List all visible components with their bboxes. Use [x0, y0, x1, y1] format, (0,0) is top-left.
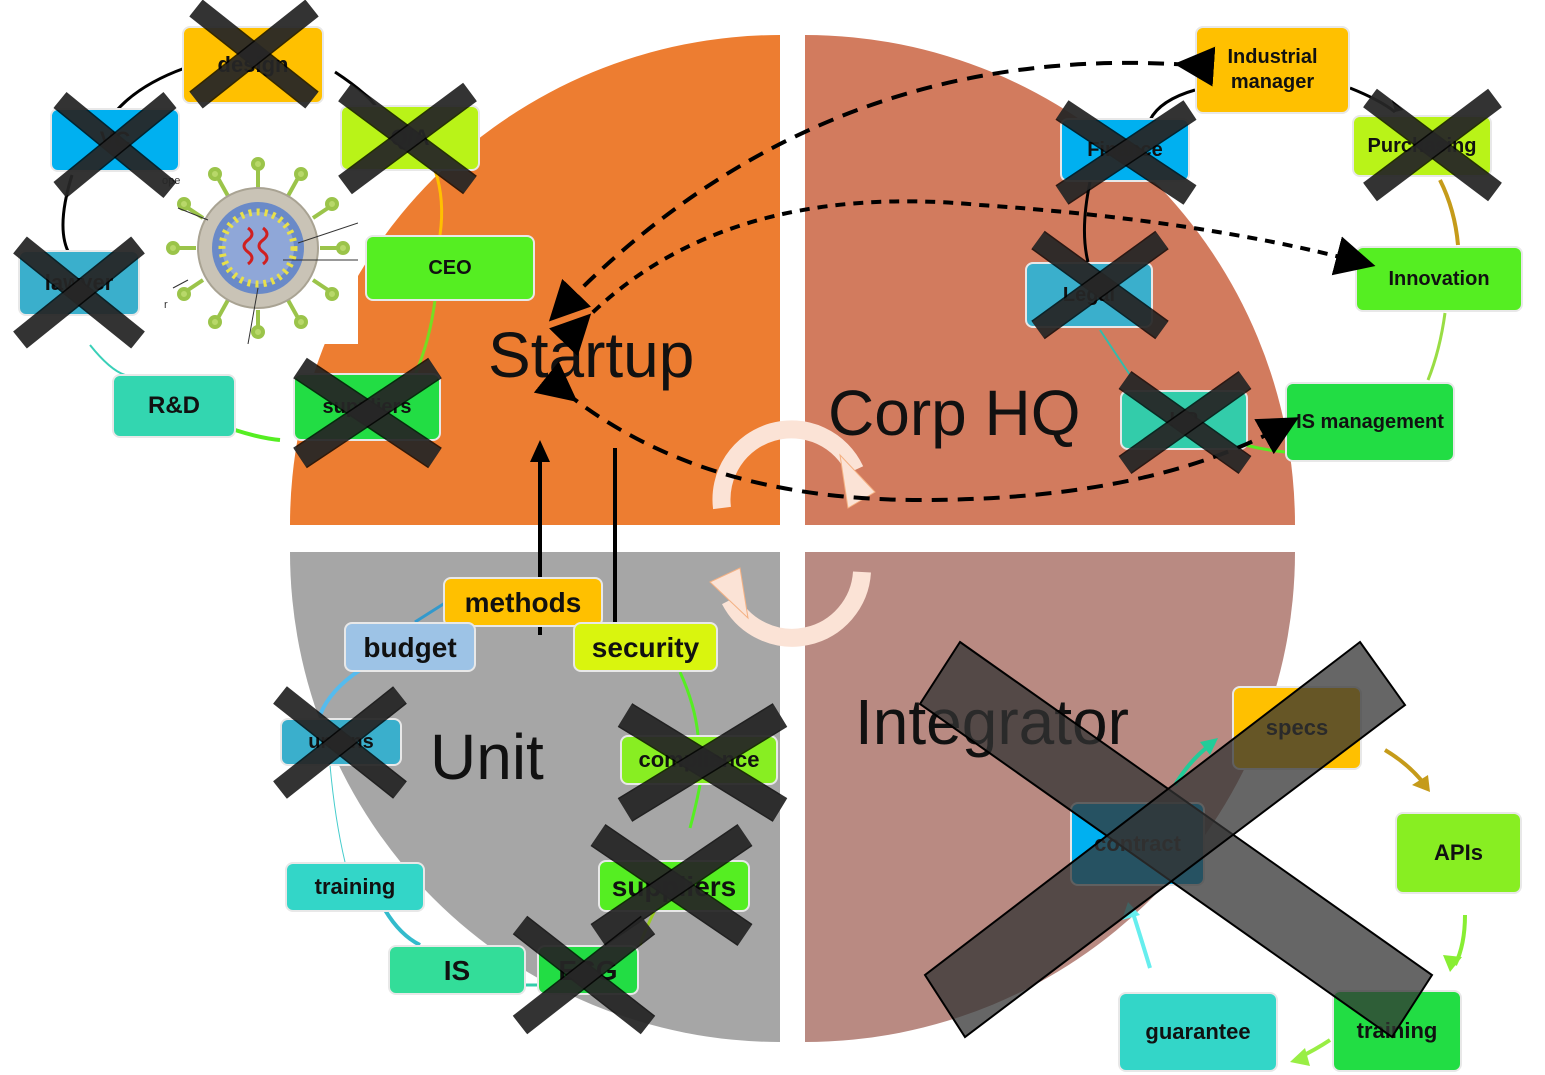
unit-training-label: training [314, 874, 396, 900]
integrator-apis-box: APIs [1395, 812, 1522, 894]
vc-cross-mark [53, 92, 177, 198]
unit-quadrant [290, 552, 780, 1042]
design-cross-mark [189, 0, 319, 109]
qa-cross-mark [338, 82, 477, 195]
corp-industrial-manager-box: Industrial manager [1195, 26, 1350, 114]
lawyer-cross-mark [13, 236, 145, 349]
startup-suppliers-cross-mark [293, 357, 442, 469]
unit-budget-box: budget [344, 622, 476, 672]
corp-innovation-box: Innovation [1355, 246, 1523, 312]
virus-image: ope r [158, 148, 359, 345]
corp-is-management-box: IS management [1285, 382, 1455, 462]
hr-cross-mark [1118, 370, 1252, 475]
unit-security-box: security [573, 622, 718, 672]
unit-is-box: IS [388, 945, 526, 995]
esg-cross-mark [512, 915, 656, 1035]
startup-rd-label: R&D [148, 392, 200, 419]
compliance-cross-mark [617, 703, 788, 822]
purchasing-cross-mark [1363, 88, 1502, 202]
unit-budget-label: budget [363, 631, 457, 663]
virus-icon: ope r [162, 157, 359, 345]
unit-is-label: IS [443, 954, 471, 986]
unit-label: Unit [430, 721, 544, 793]
corp-innovation-label: Innovation [1388, 267, 1490, 290]
corp-is-management-label: IS management [1296, 410, 1444, 433]
unions-cross-mark [273, 686, 407, 799]
unit-methods-label: methods [464, 586, 582, 618]
unit-training-box: training [285, 862, 425, 912]
integrator-guarantee-box: guarantee [1118, 992, 1278, 1072]
integrator-guarantee-label: guarantee [1145, 1019, 1251, 1045]
integrator-apis-label: APIs [1434, 840, 1483, 866]
integrator-quadrant [805, 552, 1295, 1042]
startup-ceo-box: CEO [365, 235, 535, 301]
legal-cross-mark [1031, 230, 1169, 340]
startup-rd-box: R&D [112, 374, 236, 438]
integrator-cross-mark [918, 640, 1434, 1039]
unit-security-label: security [591, 631, 700, 663]
unit-methods-box: methods [443, 577, 603, 627]
virus-label-fragment-2: r [164, 299, 168, 311]
dashed-arrows [533, 46, 1376, 503]
corp-industrial-manager-label: Industrial manager [1227, 46, 1318, 93]
unit-suppliers-cross-mark [590, 824, 753, 946]
cross-marks [13, 0, 1502, 1035]
finance-cross-mark [1055, 100, 1197, 205]
startup-ceo-label: CEO [428, 256, 472, 279]
